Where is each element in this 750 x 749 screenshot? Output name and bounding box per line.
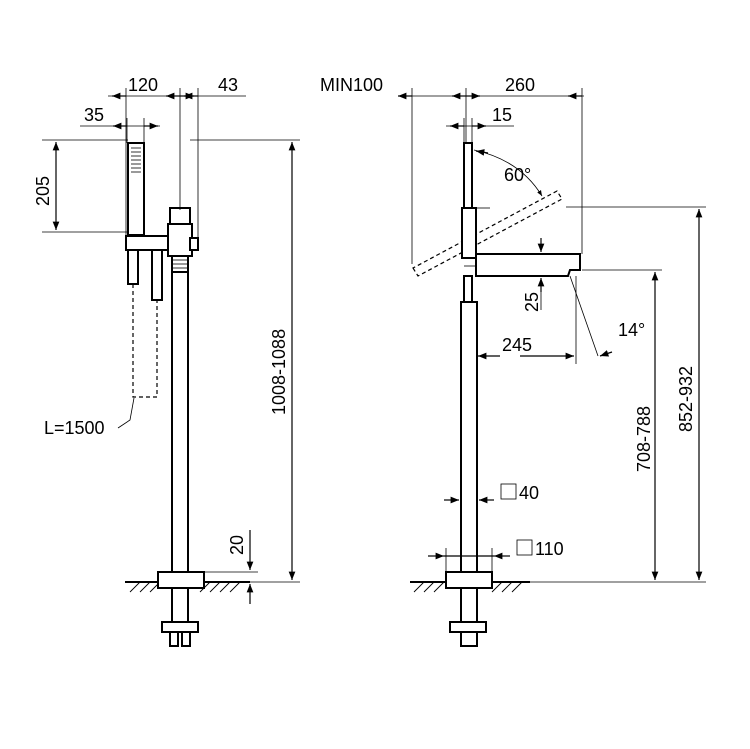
hand-shower-nozzles: [131, 147, 141, 173]
inlet-side: [460, 631, 478, 647]
base-section: 110: [535, 539, 564, 559]
mixer-body: [167, 223, 193, 257]
dim-total-height: 1008-1088: [269, 329, 289, 415]
dim-spout-drop: 25: [522, 292, 542, 312]
handle-pipe-left: [127, 249, 139, 285]
dim-handshower-width: 35: [84, 105, 104, 125]
inlet-left: [169, 631, 179, 647]
dim-spout-height: 708-788: [634, 406, 654, 472]
dim-top-right: 43: [218, 75, 238, 95]
dim-spout-reach-total: 260: [505, 75, 535, 95]
dim-top-width: 120: [128, 75, 158, 95]
floor-flange: [161, 621, 199, 633]
angle-spout: 14°: [618, 320, 645, 340]
shower-hose: [132, 284, 158, 398]
handle-lower: [463, 275, 473, 303]
floor-hatch-side: [413, 581, 523, 593]
base-plate: [157, 571, 205, 589]
floor-flange-side: [449, 621, 487, 633]
mixer-knob: [189, 237, 199, 251]
inlet-right: [181, 631, 191, 647]
right-view: MIN100 260 15 60° 25 245 14° 708-788: [320, 75, 706, 647]
dim-handle-width: 15: [492, 105, 512, 125]
floor-pipe-side: [460, 587, 478, 623]
floor-pipe: [171, 587, 189, 623]
dim-handshower-height: 205: [33, 176, 53, 206]
left-view: 120 43 35 205 1008-1088 20 L=1500: [33, 75, 300, 647]
dim-min-clearance: MIN100: [320, 75, 383, 95]
hose-leader: [117, 397, 135, 429]
square-section-icon: [516, 539, 533, 556]
hand-shower-head: [127, 142, 145, 236]
dim-handle-height: 852-932: [676, 366, 696, 432]
angle-line-spout: [569, 275, 599, 357]
column-section: 40: [519, 483, 539, 503]
column-pipe-side: [460, 301, 478, 573]
square-section-icon: [500, 483, 517, 500]
spout: [475, 253, 581, 277]
hose-length-label: L=1500: [44, 418, 105, 438]
cartridge-ribs: [173, 259, 187, 269]
handle-hub: [461, 207, 477, 259]
angle-handle: 60°: [504, 165, 531, 185]
dim-base-thickness: 20: [227, 535, 247, 555]
base-plate-side: [445, 571, 493, 589]
handle-pipe-right: [151, 249, 163, 301]
mixer-cap: [169, 207, 191, 225]
shower-holder-arm: [125, 235, 173, 251]
column-pipe: [171, 271, 189, 573]
dim-spout-reach: 245: [502, 335, 532, 355]
